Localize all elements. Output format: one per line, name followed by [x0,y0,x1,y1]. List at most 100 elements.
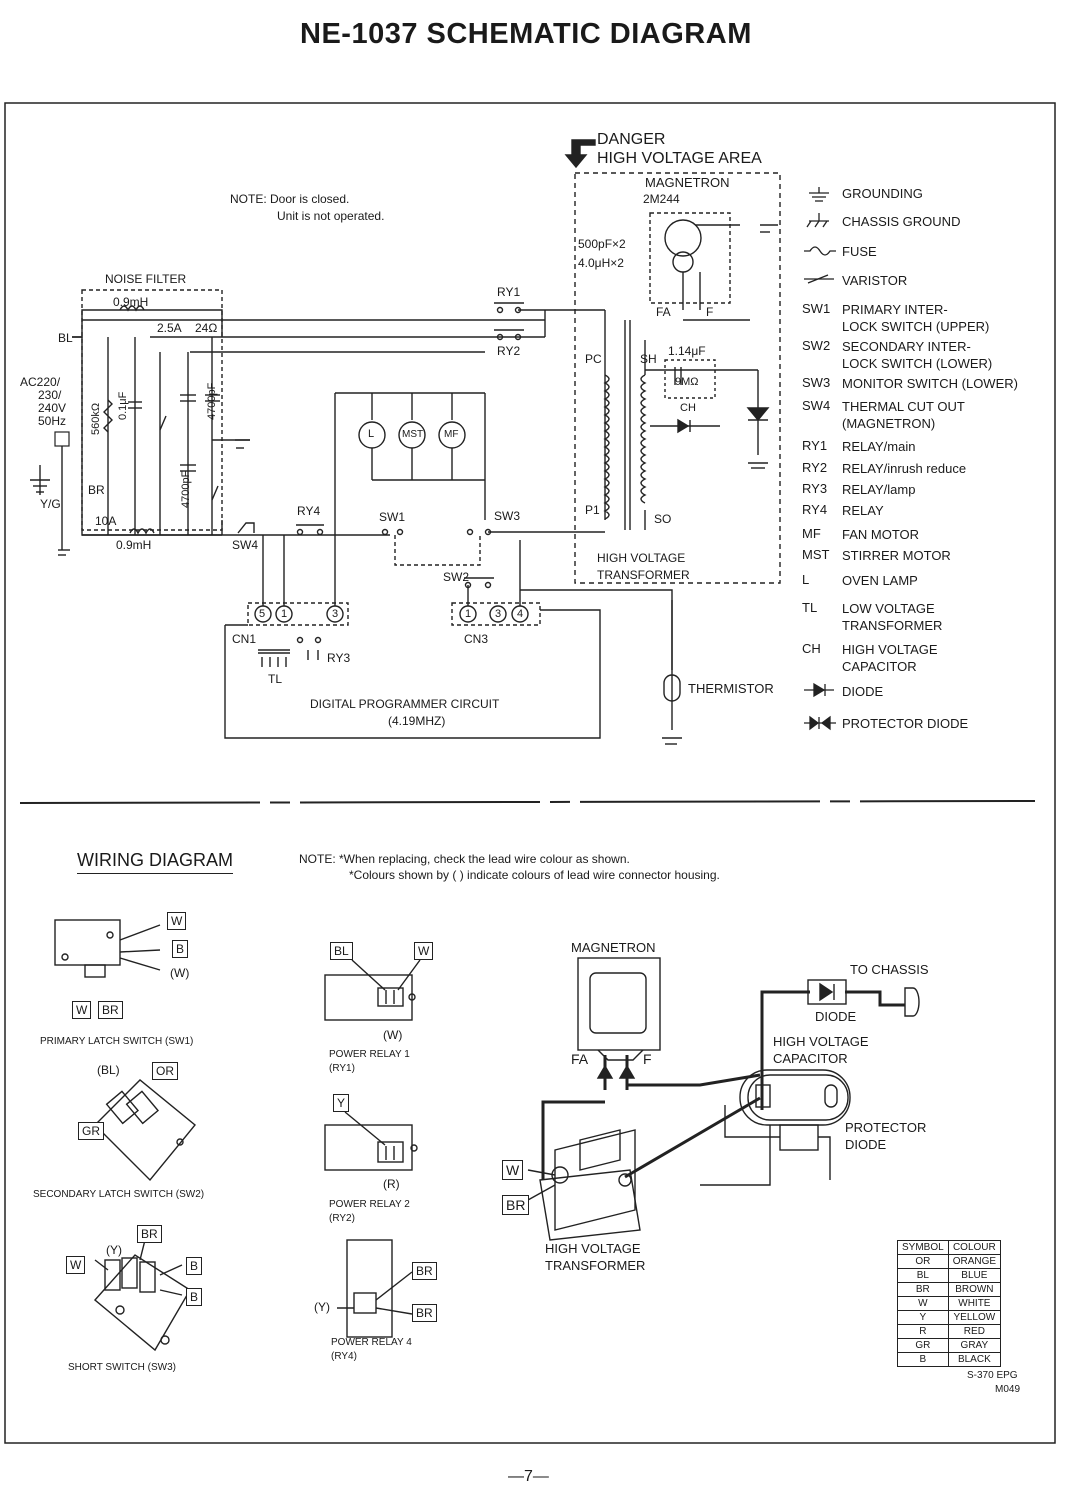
legend-symbol: RY4 [802,502,828,517]
cn1-label: CN1 [232,632,257,646]
cn3-pin-4: 4 [517,608,524,620]
wiring-protector-diode-label-1: PROTECTOR [845,1120,927,1135]
sw1-tag-b: B [172,940,189,958]
sw3-tag-br: BR [137,1225,162,1243]
ry4-caption-1: POWER RELAY 4 [331,1337,412,1348]
colour-name-cell: ORANGE [947,1254,1002,1269]
sw3-tag-b-2: B [186,1288,203,1306]
pc-label: PC [585,352,602,366]
sw3-body [93,1254,191,1352]
colour-symbol-cell: B [897,1352,949,1367]
cn3-pin-3: 3 [495,608,502,620]
legend-description: GROUNDING [842,186,923,201]
hv-transformer-label-2: TRANSFORMER [597,568,690,582]
ry1-caption-2: (RY1) [329,1063,355,1074]
sw2-caption: SECONDARY LATCH SWITCH (SW2) [33,1189,205,1200]
ry4-label: RY4 [297,504,321,518]
footer-code-2: M049 [995,1384,1021,1395]
sw1-tag-br: BR [98,1001,123,1019]
ry4-caption-2: (RY4) [331,1351,357,1362]
varistor-icon [804,274,834,284]
legend-symbol: MST [802,547,830,562]
ry4-tag-br-1: BR [412,1262,437,1280]
so-label: SO [654,512,672,526]
resistor-24-label: 24Ω [195,321,218,335]
lamp-l-label: L [368,428,375,440]
sw3-tag-b-1: B [186,1257,203,1275]
colour-table-header-colour: COLOUR [947,1240,1002,1255]
wiring-hv-capacitor-label-2: CAPACITOR [773,1051,848,1066]
inductor-top [119,305,145,312]
chassis-ground-icon [806,213,829,228]
wiring-diagram-title: WIRING DIAGRAM [77,850,233,874]
wiring-magnetron-label: MAGNETRON [571,940,656,955]
legend-symbol: TL [802,600,818,615]
grounding-icon [809,187,829,202]
wiring-magnetron [577,957,661,1051]
ch-label: CH [680,402,696,414]
wiring-fa-label: FA [571,1051,589,1067]
sw1-tag-w: W [72,1001,92,1019]
legend-description: RELAY [842,503,884,518]
transformer-primary [603,374,610,520]
danger-label: DANGER [597,131,666,148]
digital-programmer-freq: (4.19MHZ) [388,714,446,728]
ry2-body [324,1124,413,1171]
legend-symbol: SW2 [802,338,831,353]
ry2-caption-1: POWER RELAY 2 [329,1199,410,1210]
protector-diode-icon [804,715,836,731]
high-voltage-area [574,172,781,584]
hv-transformer-label-1: HIGH VOLTAGE [597,551,686,565]
colour-name-cell: BROWN [947,1282,1002,1297]
legend-symbol: RY3 [802,481,828,496]
cn3-pin-1: 1 [465,608,472,620]
sw2-tag-gr: GR [78,1122,104,1140]
wire-br-label: BR [88,483,105,497]
colour-name-cell: BLACK [947,1352,1002,1367]
legend-symbol: RY2 [802,460,828,475]
wire-yg-label: Y/G [40,497,61,511]
ry3-label: RY3 [327,651,351,665]
fuse-2-5a-label: 2.5A [157,321,182,335]
magnetron-model: 2M244 [643,192,680,206]
noise-filter-label: NOISE FILTER [105,272,187,286]
schematic-diagram [30,139,781,745]
transformer-tag-w: W [502,1160,524,1180]
legend-symbol: MF [802,526,821,541]
colour-name-cell: WHITE [947,1296,1002,1311]
sw3-caption: SHORT SWITCH (SW3) [68,1362,176,1373]
wiring-hv-transformer-label-1: HIGH VOLTAGE [545,1241,641,1256]
sw4-label: SW4 [232,538,259,552]
sw1-caption: PRIMARY LATCH SWITCH (SW1) [40,1036,194,1047]
sh-label: SH [640,352,657,366]
high-voltage-area-label: HIGH VOLTAGE AREA [597,150,762,167]
colour-symbol-cell: BR [897,1282,949,1297]
legend-description: RELAY/main [842,439,916,454]
legend-description: FAN MOTOR [842,527,920,542]
diode-icon [804,682,834,698]
magnetron-label: MAGNETRON [645,175,730,190]
colour-name-cell: RED [947,1324,1002,1339]
sw3-tag-w: W [66,1256,86,1274]
footer-code-1: S-370 EPG [967,1370,1018,1381]
legend-description: DIODE [842,684,884,699]
ry1-caption-1: POWER RELAY 1 [329,1049,410,1060]
legend-description: THERMAL CUT OUT (MAGNETRON) [842,399,965,431]
ry2-caption-2: (RY2) [329,1213,355,1224]
legend-description: PROTECTOR DIODE [842,716,969,731]
fuse-10a-label: 10A [95,514,117,528]
ry4-tag-y-paren: (Y) [314,1300,330,1314]
ry2-tag-r-paren: (R) [383,1177,400,1191]
legend-description: LOW VOLTAGE TRANSFORMER [842,601,943,633]
legend-symbol: SW4 [802,398,831,413]
colour-symbol-cell: BL [897,1268,949,1283]
colour-table-header-symbol: SYMBOL [897,1240,949,1255]
hv-cap-label: 1.14μF [668,344,706,358]
page-title: NE-1037 SCHEMATIC DIAGRAM [300,18,752,50]
